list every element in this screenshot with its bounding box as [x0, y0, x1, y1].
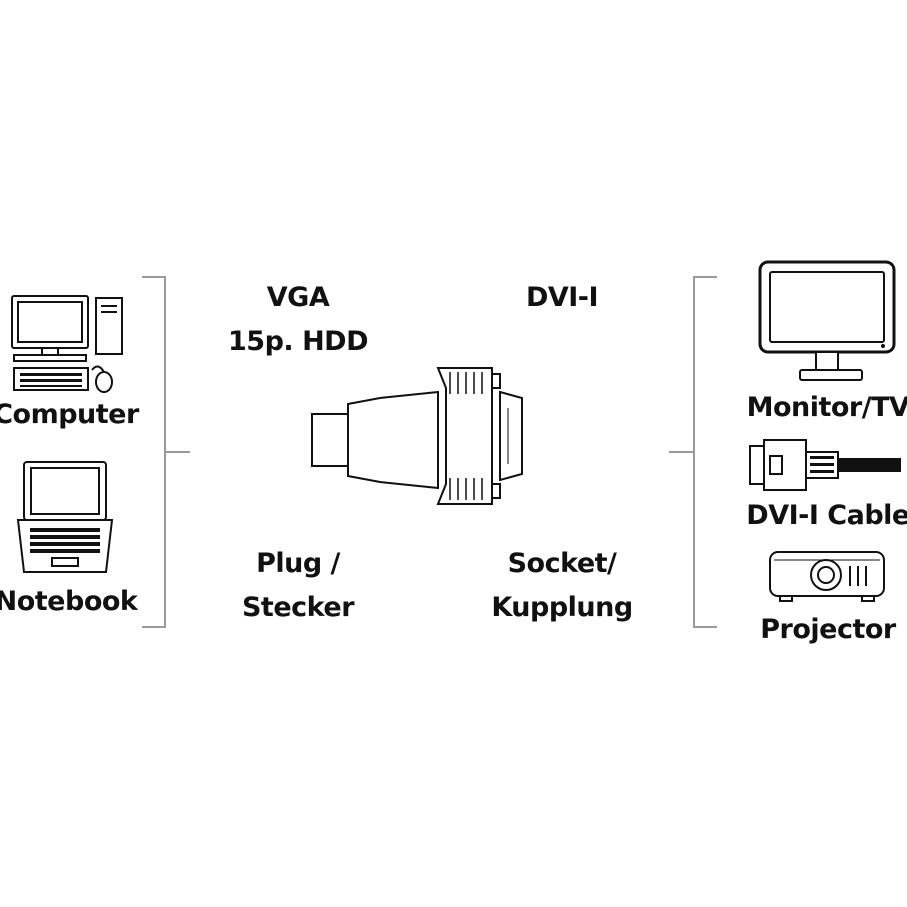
left-connector-line1: VGA: [266, 282, 330, 313]
right-type-line1: Socket/: [507, 548, 617, 579]
left-type-line2: Stecker: [241, 592, 355, 623]
notebook-icon: [16, 461, 114, 573]
left-type-label: Plug / Stecker: [241, 542, 355, 630]
dvi-cable-icon: [749, 439, 901, 491]
right-type-line2: Kupplung: [491, 592, 633, 623]
left-bracket: [142, 276, 190, 628]
monitor-icon: [758, 260, 896, 381]
right-connector-line1: DVI-I: [525, 282, 599, 313]
device-label-computer: Computer: [0, 399, 139, 430]
left-connector-line2: 15p. HDD: [228, 326, 368, 357]
right-type-label: Socket/ Kupplung: [491, 542, 633, 630]
projector-icon: [769, 551, 885, 602]
device-label-projector: Projector: [760, 614, 896, 645]
device-label-monitor: Monitor/TV: [746, 392, 907, 423]
left-connector-label: VGA 15p. HDD: [228, 276, 368, 364]
device-label-notebook: Notebook: [0, 586, 138, 617]
right-connector-label: DVI-I: [525, 276, 599, 320]
vga-to-dvi-adapter-icon: [311, 367, 523, 505]
computer-icon: [11, 295, 123, 393]
left-type-line1: Plug /: [256, 548, 340, 579]
right-bracket: [669, 276, 717, 628]
device-label-dvi-cable: DVI-I Cable: [746, 500, 907, 531]
